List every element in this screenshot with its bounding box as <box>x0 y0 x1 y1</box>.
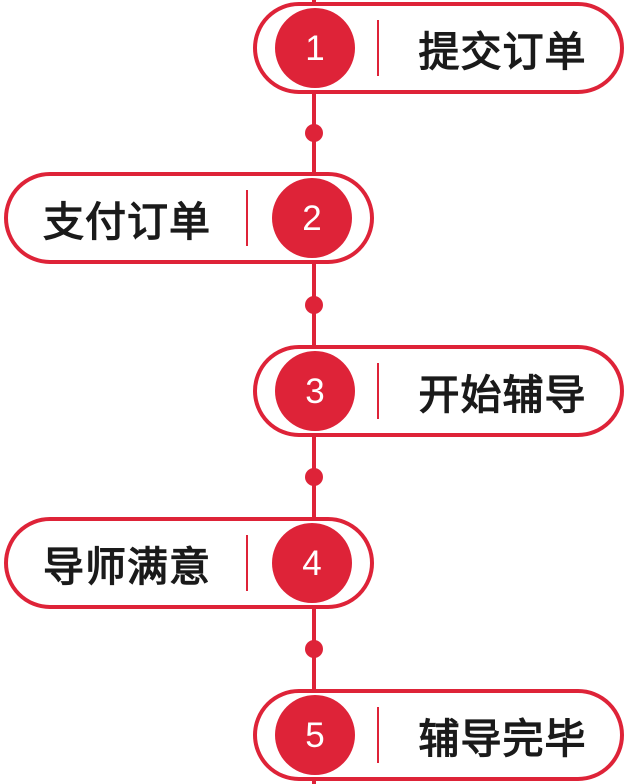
step-pill-1[interactable]: 1 提交订单 <box>253 2 624 94</box>
flow-step-1: 1 提交订单 <box>0 2 628 98</box>
flow-step-5: 5 辅导完毕 <box>0 689 628 784</box>
step-number-badge-5: 5 <box>275 695 355 775</box>
step-divider-2 <box>246 190 248 246</box>
flow-step-3: 3 开始辅导 <box>0 345 628 441</box>
step-pill-4[interactable]: 导师满意 4 <box>4 517 374 609</box>
connector-dot <box>305 468 323 486</box>
connector-dot <box>305 640 323 658</box>
flow-step-2: 支付订单 2 <box>0 172 628 268</box>
step-divider-1 <box>377 20 379 76</box>
step-label-4: 导师满意 <box>43 544 211 590</box>
step-divider-5 <box>377 707 379 763</box>
step-number-badge-1: 1 <box>275 8 355 88</box>
step-pill-3[interactable]: 3 开始辅导 <box>253 345 624 437</box>
step-label-3: 开始辅导 <box>418 372 587 418</box>
connector-dot <box>305 124 323 142</box>
step-number-badge-4: 4 <box>272 523 352 603</box>
step-number-badge-3: 3 <box>275 351 355 431</box>
step-divider-3 <box>377 363 379 419</box>
step-number-badge-2: 2 <box>272 178 352 258</box>
step-pill-2[interactable]: 支付订单 2 <box>4 172 374 264</box>
flow-step-4: 导师满意 4 <box>0 517 628 613</box>
step-label-2: 支付订单 <box>43 199 211 245</box>
step-divider-4 <box>246 535 248 591</box>
step-pill-5[interactable]: 5 辅导完毕 <box>253 689 624 781</box>
connector-dot <box>305 296 323 314</box>
step-label-1: 提交订单 <box>418 29 587 75</box>
step-label-5: 辅导完毕 <box>418 716 587 762</box>
